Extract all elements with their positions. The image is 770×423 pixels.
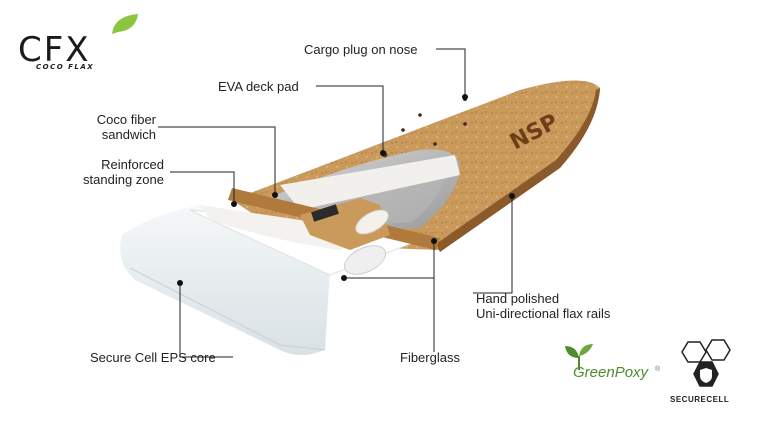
eps-core bbox=[120, 205, 331, 355]
sprout-icon bbox=[565, 344, 593, 370]
leaf-icon bbox=[112, 14, 138, 34]
label-cargo-plug: Cargo plug on nose bbox=[304, 42, 418, 57]
cfx-logo: CFX COCO FLAX bbox=[14, 12, 144, 74]
cfx-brand: CFX bbox=[18, 30, 91, 70]
securecell-badge: SECURECELL bbox=[668, 336, 738, 416]
greenpoxy-badge: GreenPoxy ® bbox=[555, 342, 665, 386]
coco-fiber-sandwich bbox=[280, 155, 460, 210]
label-eva-deck-pad: EVA deck pad bbox=[218, 79, 299, 94]
board-rail bbox=[436, 88, 600, 252]
hexagon-shield-icon bbox=[681, 339, 731, 387]
securecell-text: SECURECELL bbox=[670, 395, 730, 404]
label-fiberglass: Fiberglass bbox=[400, 350, 460, 365]
greenpoxy-text: GreenPoxy bbox=[573, 364, 649, 381]
label-coco-fiber: Coco fiber sandwich bbox=[96, 112, 156, 142]
rolled-fiberglass bbox=[343, 245, 387, 275]
label-hand-polished-rails: Hand polished Uni-directional flax rails bbox=[476, 291, 611, 321]
label-reinforced-zone: Reinforced standing zone bbox=[83, 157, 164, 187]
label-eps-core: Secure Cell EPS core bbox=[90, 350, 216, 365]
cfx-subtitle: COCO FLAX bbox=[36, 63, 95, 71]
